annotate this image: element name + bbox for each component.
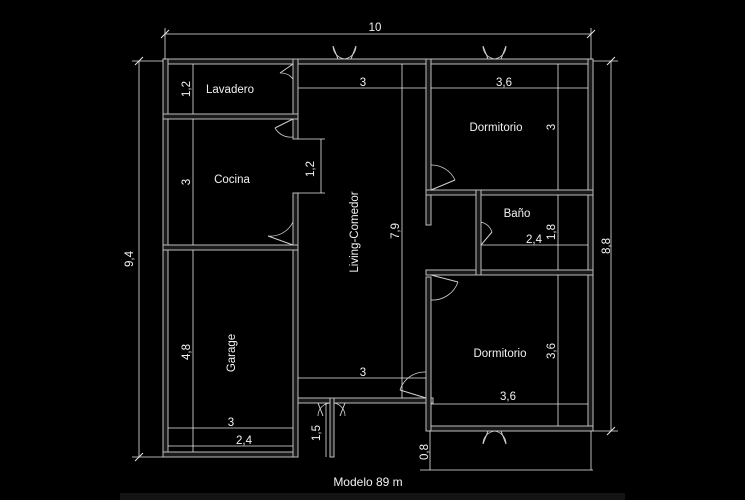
walls bbox=[162, 58, 594, 458]
dim-dorm2-width: 3,6 bbox=[500, 391, 516, 403]
dim-hall-gap: 1,2 bbox=[305, 161, 317, 177]
dim-overall-height-right: 8,8 bbox=[601, 238, 613, 254]
dimension-lines bbox=[132, 28, 618, 471]
dim-garage-width-inner: 2,4 bbox=[236, 435, 253, 447]
dim-dorm1-width: 3,6 bbox=[496, 77, 512, 89]
dim-dorm1-height: 3 bbox=[546, 124, 558, 130]
room-label-cocina: Cocina bbox=[214, 174, 250, 186]
dim-entry-depth: 1,5 bbox=[311, 425, 323, 441]
dim-lavadero-height: 1,2 bbox=[181, 81, 193, 97]
dim-bano-width: 2,4 bbox=[526, 234, 543, 246]
dim-cocina-height: 3 bbox=[181, 179, 193, 185]
dim-garage-height: 4,8 bbox=[181, 344, 193, 360]
dim-overall-width: 10 bbox=[369, 22, 382, 34]
dim-dorm2-height: 3,6 bbox=[546, 343, 558, 359]
room-label-dormitorio-2: Dormitorio bbox=[473, 348, 526, 360]
plan-title: Modelo 89 m bbox=[333, 475, 402, 489]
doors bbox=[267, 45, 507, 445]
dim-overall-height-left: 9,4 bbox=[124, 250, 136, 267]
dim-garage-width: 3 bbox=[228, 417, 234, 429]
room-label-bano: Baño bbox=[504, 208, 531, 220]
room-label-living-comedor: Living-Comedor bbox=[349, 191, 361, 272]
dim-living-width-bottom: 3 bbox=[360, 367, 366, 379]
dim-living-height: 7,9 bbox=[390, 223, 402, 239]
room-label-garage: Garage bbox=[226, 334, 238, 372]
room-label-dormitorio-1: Dormitorio bbox=[469, 122, 522, 134]
dim-offset-bottom: 0,8 bbox=[419, 444, 431, 460]
dim-bano-height: 1,8 bbox=[546, 224, 558, 240]
dim-living-width-top: 3 bbox=[360, 77, 366, 89]
room-label-lavadero: Lavadero bbox=[206, 84, 254, 96]
footer-bar bbox=[120, 493, 625, 500]
